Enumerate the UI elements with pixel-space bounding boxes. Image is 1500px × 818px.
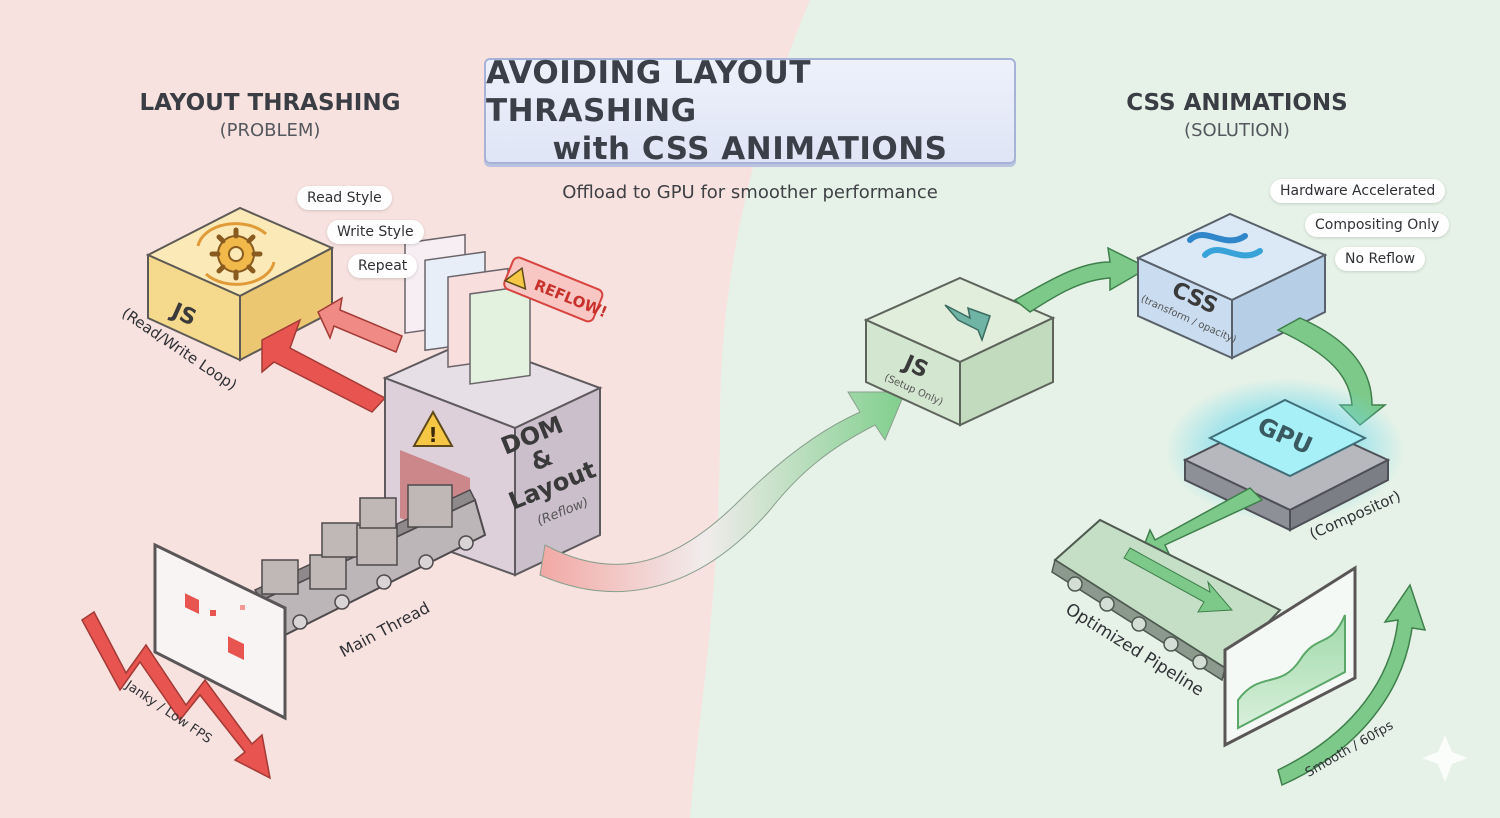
css-waves-icon bbox=[1187, 232, 1263, 259]
title-line-2: with CSS ANIMATIONS bbox=[552, 131, 948, 167]
sparkle-icon bbox=[1422, 735, 1468, 782]
low-fps-down-arrow bbox=[81, 610, 272, 780]
layout-documents-stack bbox=[404, 233, 531, 385]
transition-arrow bbox=[539, 391, 906, 592]
solution-heading: CSS ANIMATIONS bbox=[1126, 90, 1348, 116]
gear-icon bbox=[196, 222, 276, 286]
janky-monitor bbox=[153, 542, 287, 721]
css-cube bbox=[1135, 212, 1328, 360]
step-read-style: Read Style bbox=[297, 186, 392, 210]
title-box: AVOIDING LAYOUT THRASHING with CSS ANIMA… bbox=[484, 55, 1016, 167]
feature-compositing-only: Compositing Only bbox=[1305, 213, 1450, 237]
problem-heading: LAYOUT THRASHING bbox=[139, 90, 401, 116]
optimized-pipeline-conveyor bbox=[1051, 518, 1282, 682]
svg-text:!: ! bbox=[428, 423, 437, 447]
step-repeat: Repeat bbox=[348, 254, 418, 278]
arrow-down-icon bbox=[944, 304, 991, 343]
feature-no-reflow: No Reflow bbox=[1335, 247, 1426, 271]
subtitle: Offload to GPU for smoother performance bbox=[562, 182, 938, 203]
gpu-chip bbox=[1182, 398, 1391, 532]
title-line-1: AVOIDING LAYOUT THRASHING bbox=[486, 55, 811, 129]
smooth-fps-up-arrow bbox=[1277, 583, 1427, 787]
step-write-style: Write Style bbox=[327, 220, 424, 244]
solution-subheading: (SOLUTION) bbox=[1184, 120, 1290, 141]
feature-hardware-accelerated: Hardware Accelerated bbox=[1270, 179, 1446, 203]
warning-icon: ! bbox=[412, 409, 454, 447]
data-blocks bbox=[261, 484, 453, 595]
problem-subheading: (PROBLEM) bbox=[219, 120, 321, 141]
read-write-loop-arrows bbox=[261, 296, 403, 413]
smooth-monitor bbox=[1223, 565, 1357, 748]
